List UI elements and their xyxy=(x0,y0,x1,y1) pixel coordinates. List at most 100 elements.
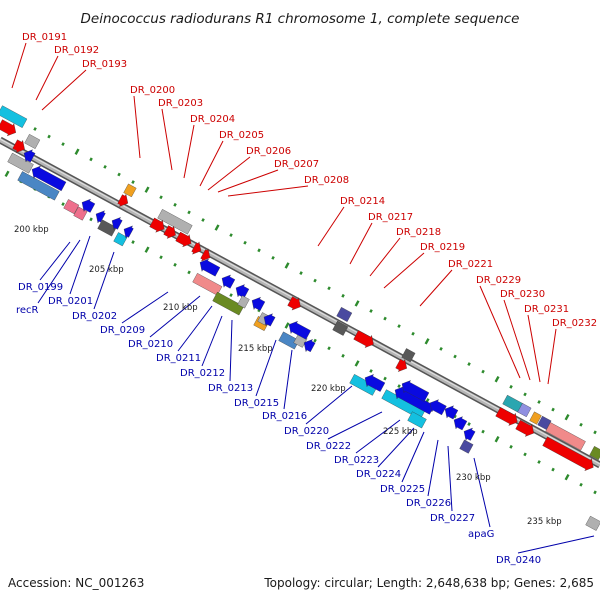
forward-gene-label[interactable]: DR_0230 xyxy=(500,289,545,300)
callout-line xyxy=(201,315,223,367)
scale-label: 210 kbp xyxy=(163,303,198,313)
gene-feature xyxy=(251,296,266,311)
forward-gene-label[interactable]: DR_0217 xyxy=(368,212,413,223)
gene-feature xyxy=(111,217,123,231)
gene-feature xyxy=(23,149,36,163)
gene-feature xyxy=(199,258,221,277)
callout-line xyxy=(229,319,233,382)
gene-feature xyxy=(24,134,41,149)
forward-gene-label[interactable]: DR_0203 xyxy=(158,98,203,109)
tick-mark xyxy=(299,271,303,275)
gene-feature xyxy=(353,330,374,348)
gene-feature xyxy=(97,219,117,237)
gene-feature xyxy=(237,295,250,309)
forward-gene-label[interactable]: DR_0206 xyxy=(246,146,291,157)
forward-gene-label[interactable]: DR_0200 xyxy=(130,85,175,96)
gene-feature xyxy=(585,515,600,531)
reverse-gene-label[interactable]: DR_0225 xyxy=(380,484,425,495)
callout-line xyxy=(227,185,309,197)
reverse-gene-label[interactable]: DR_0199 xyxy=(18,282,63,293)
gene-feature xyxy=(117,193,129,207)
callout-line xyxy=(527,314,541,383)
gene-feature xyxy=(288,320,311,340)
forward-gene-label[interactable]: DR_0208 xyxy=(304,175,349,186)
reverse-gene-label[interactable]: DR_0220 xyxy=(284,426,329,437)
tick-mark xyxy=(214,224,220,231)
tick-mark xyxy=(201,218,205,222)
gene-feature xyxy=(545,422,586,451)
tick-mark xyxy=(494,436,500,443)
reverse-gene-label[interactable]: DR_0215 xyxy=(234,398,279,409)
tick-mark xyxy=(131,240,135,244)
gene-feature xyxy=(175,231,192,248)
tick-mark xyxy=(257,248,261,253)
reverse-gene-label[interactable]: DR_0211 xyxy=(156,353,201,364)
forward-gene-label[interactable]: DR_0204 xyxy=(190,114,235,125)
tick-mark xyxy=(397,324,401,329)
reverse-gene-label[interactable]: apaG xyxy=(468,529,494,540)
gene-feature xyxy=(31,165,67,192)
tick-mark xyxy=(523,452,527,457)
tick-mark xyxy=(187,270,191,275)
tick-mark xyxy=(579,482,583,487)
tick-mark xyxy=(271,256,275,260)
forward-gene-label[interactable]: DR_0231 xyxy=(524,304,569,315)
tick-mark xyxy=(74,148,80,155)
forward-gene-label[interactable]: DR_0205 xyxy=(219,130,264,141)
callout-line xyxy=(255,339,277,397)
reverse-gene-label[interactable]: DR_0212 xyxy=(180,368,225,379)
reverse-gene-label[interactable]: DR_0213 xyxy=(208,383,253,394)
gene-feature xyxy=(221,274,236,289)
forward-gene-label[interactable]: DR_0232 xyxy=(552,318,597,329)
callout-line xyxy=(369,237,401,277)
forward-gene-label[interactable]: DR_0192 xyxy=(54,45,99,56)
reverse-gene-label[interactable]: DR_0240 xyxy=(496,555,541,566)
callout-line xyxy=(473,457,491,528)
reverse-gene-label[interactable]: recR xyxy=(16,305,39,316)
tick-mark xyxy=(551,407,555,412)
tick-mark xyxy=(173,262,177,267)
tick-mark xyxy=(313,278,317,283)
forward-gene-label[interactable]: DR_0219 xyxy=(420,242,465,253)
reverse-gene-label[interactable]: DR_0227 xyxy=(430,513,475,524)
gene-callouts: DR_0191DR_0192DR_0193DR_0200DR_0203DR_02… xyxy=(11,32,597,566)
scale-label: 220 kbp xyxy=(311,384,346,394)
forward-gene-label[interactable]: DR_0221 xyxy=(448,259,493,270)
scale-label: 215 kbp xyxy=(238,344,273,354)
tick-mark xyxy=(229,233,233,238)
gene-feature xyxy=(123,225,134,239)
gene-feature xyxy=(0,119,17,137)
reverse-gene-label[interactable]: DR_0210 xyxy=(128,339,173,350)
callout-line xyxy=(217,169,279,193)
gene-feature xyxy=(336,307,353,322)
tick-mark xyxy=(89,157,93,162)
reverse-gene-label[interactable]: DR_0226 xyxy=(406,498,451,509)
reverse-gene-label[interactable]: DR_0209 xyxy=(100,325,145,336)
callout-line xyxy=(327,411,383,440)
tick-mark xyxy=(564,473,570,481)
forward-gene-label[interactable]: DR_0229 xyxy=(476,275,521,286)
forward-gene-label[interactable]: DR_0193 xyxy=(82,59,127,70)
reverse-gene-label[interactable]: DR_0201 xyxy=(48,296,93,307)
callout-line xyxy=(355,419,401,454)
tick-mark xyxy=(144,246,150,253)
forward-gene-label[interactable]: DR_0191 xyxy=(22,32,67,43)
reverse-gene-label[interactable]: DR_0216 xyxy=(262,411,307,422)
tick-mark xyxy=(61,202,65,207)
reverse-gene-label[interactable]: DR_0224 xyxy=(356,469,401,480)
forward-gene-label[interactable]: DR_0214 xyxy=(340,196,385,207)
forward-gene-label[interactable]: DR_0207 xyxy=(274,159,319,170)
callout-line xyxy=(283,349,293,410)
reverse-gene-label[interactable]: DR_0223 xyxy=(334,455,379,466)
reverse-gene-label[interactable]: DR_0202 xyxy=(72,311,117,322)
tick-mark xyxy=(467,422,471,426)
tick-mark xyxy=(313,338,317,343)
reverse-gene-label[interactable]: DR_0222 xyxy=(306,441,351,452)
callout-line xyxy=(177,305,213,352)
gene-feature xyxy=(303,339,316,353)
tick-mark xyxy=(424,338,430,345)
forward-gene-label[interactable]: DR_0218 xyxy=(396,227,441,238)
tick-mark xyxy=(509,384,513,389)
